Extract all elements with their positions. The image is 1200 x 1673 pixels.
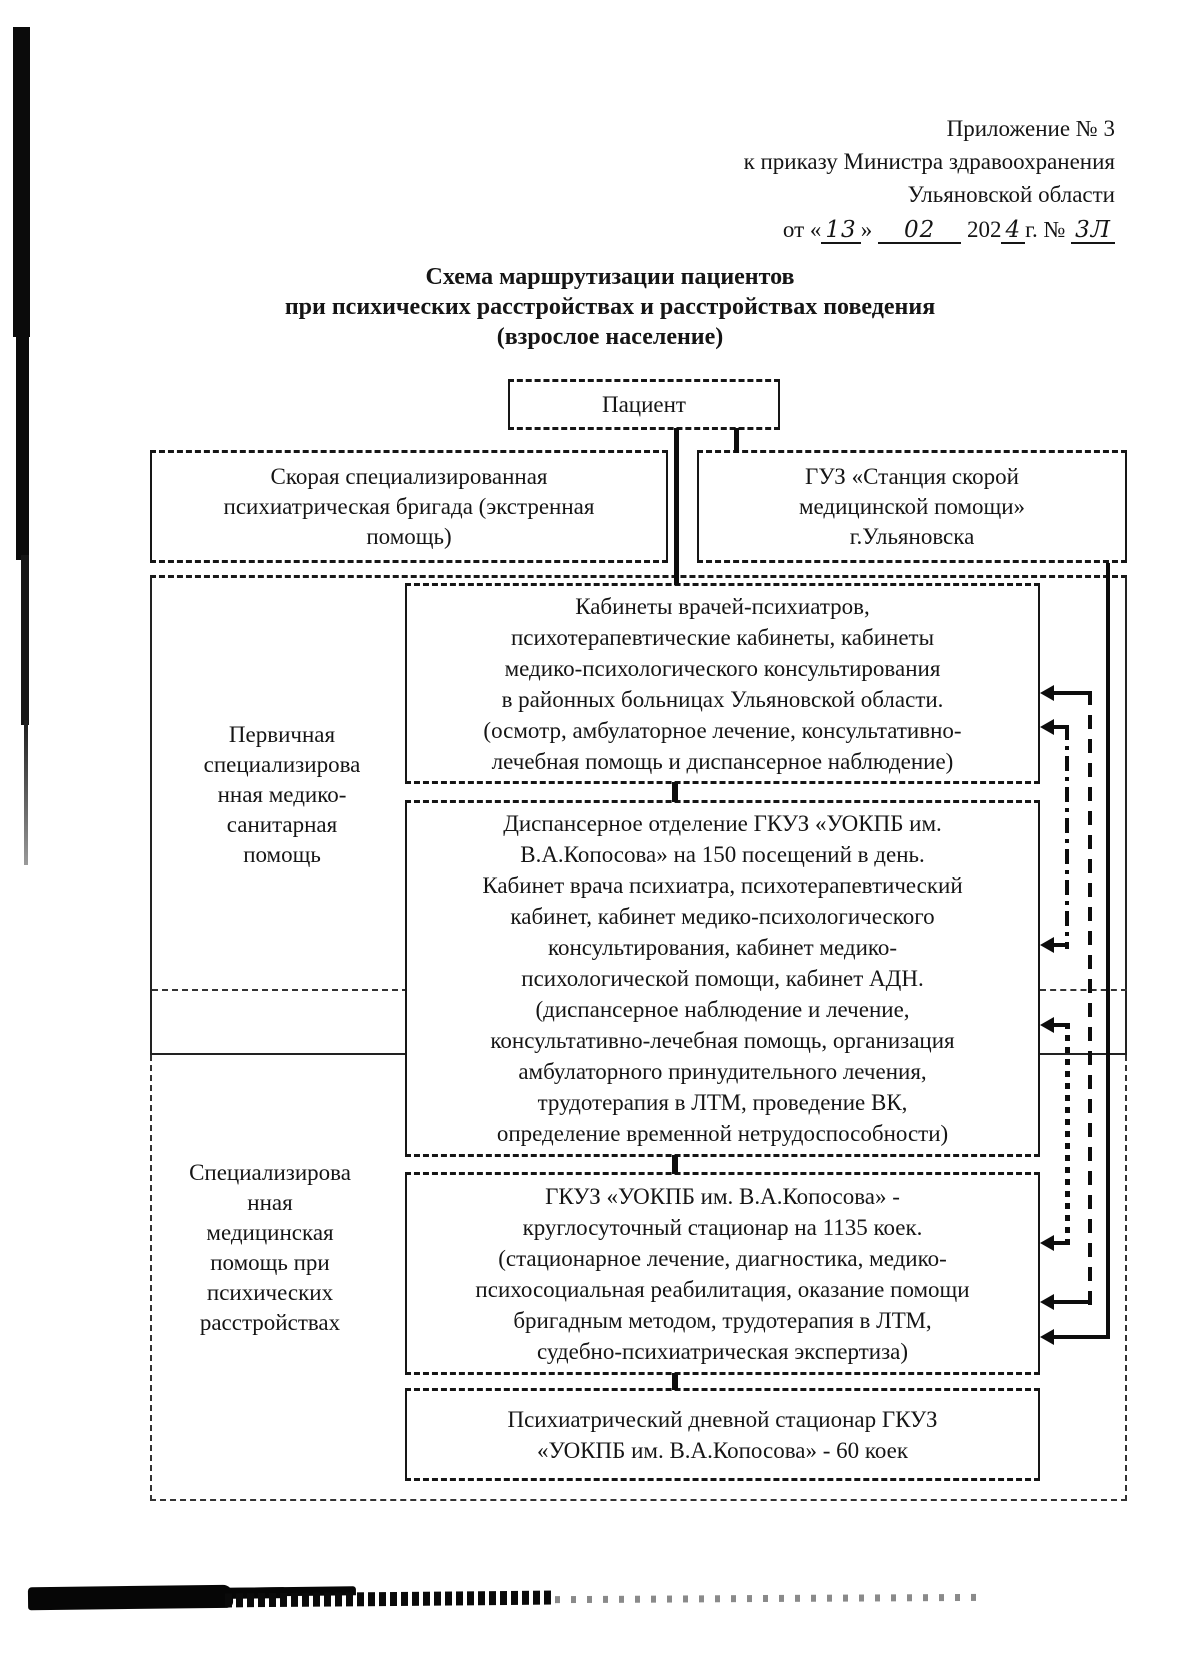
title-line: Схема маршрутизации пациентов: [425, 264, 795, 290]
arrowhead-into-dispensary: [1040, 1017, 1054, 1033]
dashed-bottom-stub: [1052, 1300, 1092, 1304]
connector-patient-to-cabinets: [674, 428, 679, 585]
scan-edge-artifact: [16, 330, 29, 560]
arrowhead-into-hospital: [1040, 1235, 1054, 1251]
handwritten-month: 02: [877, 219, 962, 244]
title-line: при психических расстройствах и расстрой…: [284, 294, 936, 320]
document-header: Приложение № 3 к приказу Министра здраво…: [580, 112, 1115, 246]
handwritten-day: 13: [821, 219, 861, 244]
emergency-station-node: ГУЗ «Станция скорой медицинской помощи» …: [697, 450, 1127, 563]
handwritten-order-number: 3Л: [1071, 219, 1115, 244]
connector-station-to-hospital-stub: [1052, 1335, 1110, 1339]
date-close-quote: »: [860, 217, 873, 242]
page-title: Схема маршрутизации пациентов при психич…: [12, 262, 1200, 352]
connector-station-to-hospital-vertical: [1106, 563, 1110, 1339]
district-cabinets-node: Кабинеты врачей-психиатров, психотерапев…: [405, 583, 1040, 784]
dashdot-top-stub: [1052, 725, 1069, 729]
specialized-care-label: Специализирова нная медицинская помощь п…: [189, 1160, 351, 1335]
date-prefix: от «: [782, 217, 822, 242]
connector-dispensary-to-hospital: [672, 1155, 678, 1174]
handwritten-year-digit: 4: [1001, 219, 1026, 244]
dashed-top-stub: [1052, 691, 1092, 695]
connector-cabinets-hospital-dashed: [1088, 691, 1092, 1306]
zone-divider-dashed: [1040, 989, 1127, 991]
title-line: (взрослое население): [496, 324, 724, 350]
specialized-care-container: [150, 1055, 1127, 1501]
dispensary-department-node: Диспансерное отделение ГКУЗ «УОКПБ им. В…: [405, 800, 1040, 1157]
dashdot-bottom-stub: [1052, 943, 1069, 947]
header-line: Ульяновской области: [907, 182, 1115, 207]
patient-node: Пациент: [508, 379, 780, 430]
scan-smudge-artifact: [554, 1593, 986, 1604]
connector-dispensary-hospital-dotted: [1065, 1023, 1070, 1247]
connector-patient-to-station: [734, 428, 739, 453]
arrowhead-into-cabinets: [1040, 685, 1054, 701]
scan-smudge-artifact: [224, 1590, 556, 1608]
primary-care-label: Первичная специализирова нная медико- са…: [203, 722, 361, 867]
ambulance-brigade-node: Скорая специализированная психиатрическа…: [150, 450, 668, 563]
scan-smudge-artifact: [27, 1584, 234, 1611]
date-g-number: г. №: [1025, 217, 1066, 242]
header-line: Приложение № 3: [946, 116, 1115, 141]
dotted-top-stub: [1052, 1023, 1069, 1027]
scan-edge-artifact: [24, 720, 28, 865]
zone-divider-dashed: [152, 989, 408, 991]
scan-edge-artifact: [13, 27, 30, 337]
connector-hospital-to-dayhospital: [672, 1373, 678, 1390]
scan-edge-artifact: [21, 555, 29, 725]
connector-cabinets-dispensary-dashdot: [1065, 725, 1069, 949]
arrowhead-into-hospital: [1040, 1329, 1054, 1345]
arrowhead-into-cabinets: [1040, 719, 1054, 735]
arrowhead-into-hospital: [1040, 1294, 1054, 1310]
connector-cabinets-to-dispensary: [672, 782, 678, 802]
dotted-bottom-stub: [1052, 1241, 1069, 1245]
date-year: 202: [966, 217, 1002, 242]
header-line: к приказу Министра здравоохранения: [743, 149, 1115, 174]
day-hospital-node: Психиатрический дневной стационар ГКУЗ «…: [405, 1388, 1040, 1481]
round-the-clock-hospital-node: ГКУЗ «УОКПБ им. В.А.Копосова» - круглосу…: [405, 1172, 1040, 1375]
arrowhead-into-dispensary: [1040, 937, 1054, 953]
